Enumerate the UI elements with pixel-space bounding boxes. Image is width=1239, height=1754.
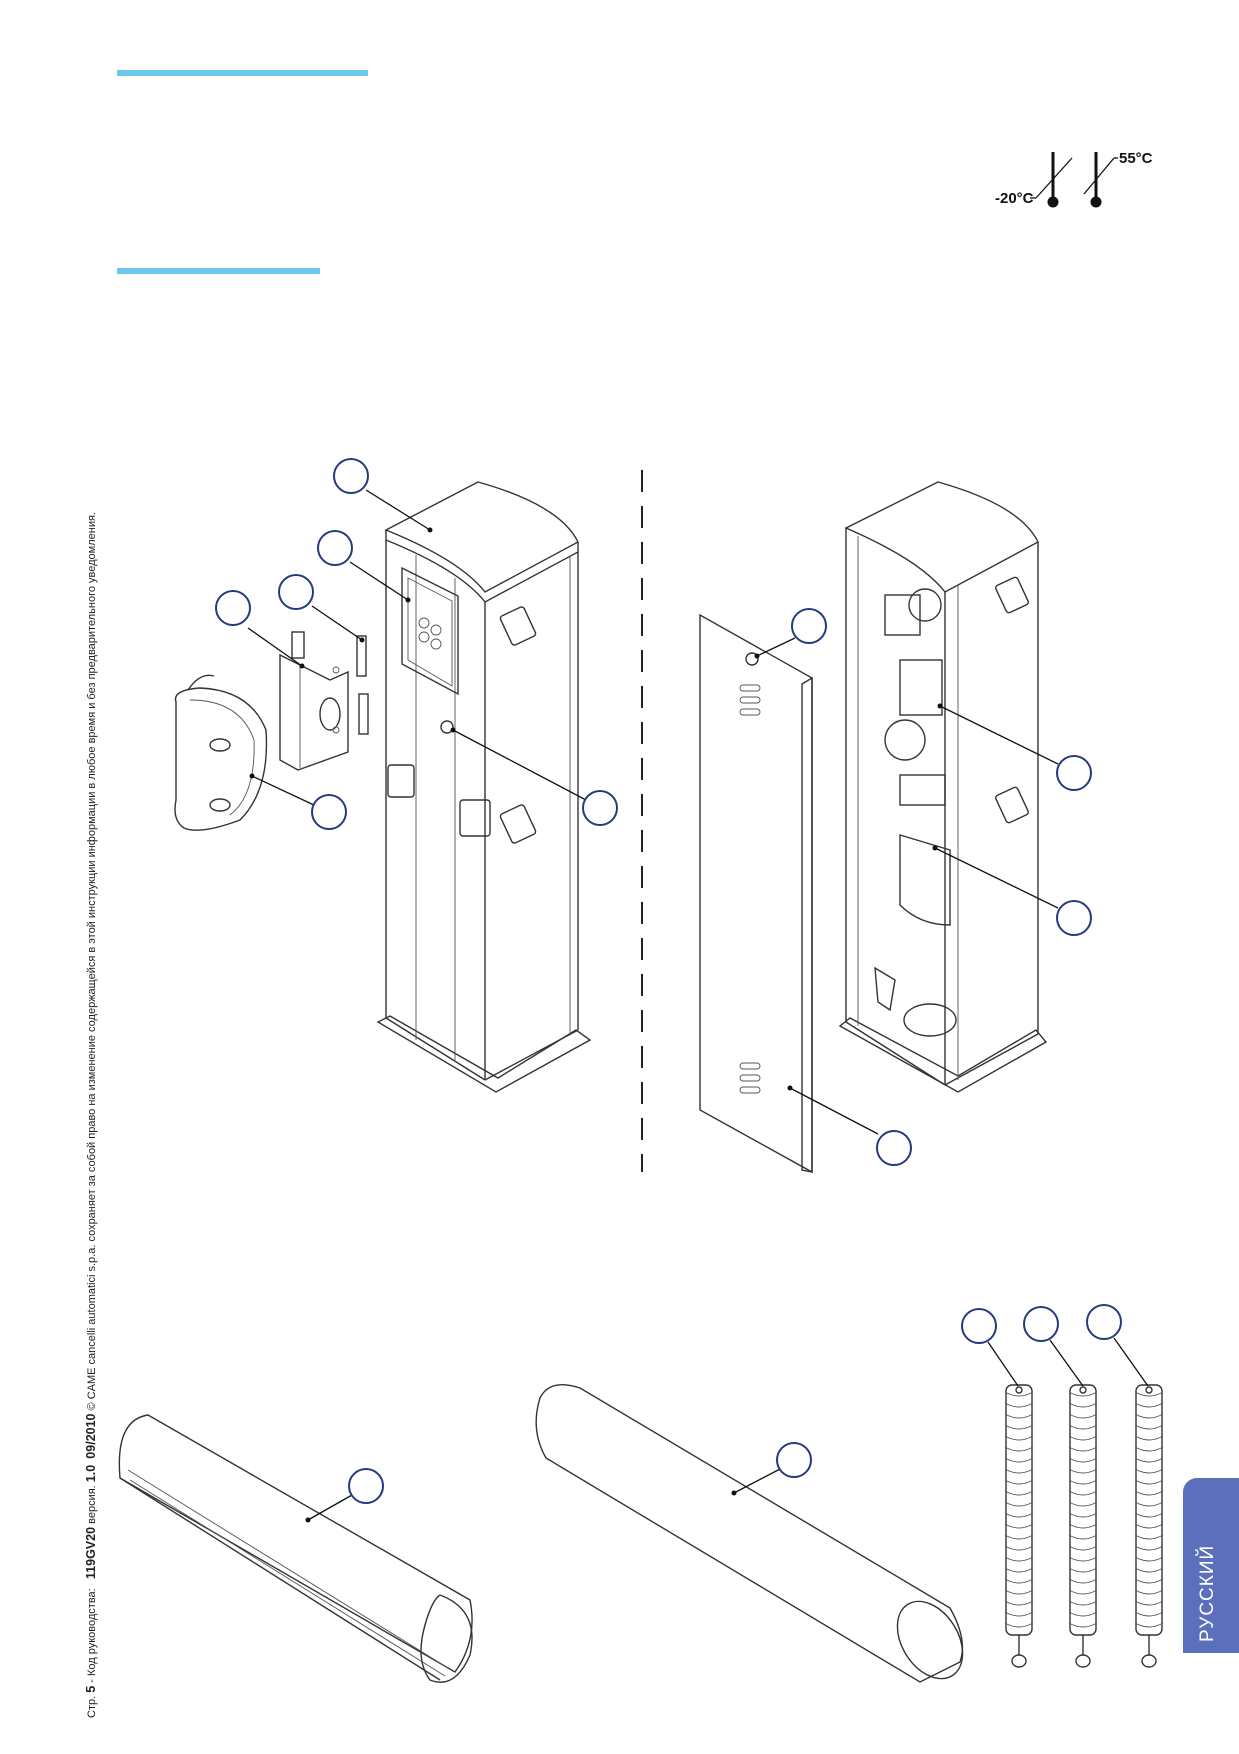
callout-circle: [215, 590, 251, 626]
leader-endpoints: [249, 527, 943, 1523]
manual-code-label: Код руководства:: [86, 1588, 98, 1677]
manual-code: 119GV20: [84, 1526, 98, 1580]
version-label: версия.: [86, 1485, 98, 1524]
callout-circle: [876, 1130, 912, 1166]
section-rule-top: [117, 70, 368, 76]
section-rule-middle: [117, 268, 320, 274]
callout-circle: [278, 574, 314, 610]
barrier-cabinet-closed: [376, 481, 592, 1093]
thermometer-icon: [1030, 152, 1073, 208]
page-label: Стр.: [86, 1695, 98, 1718]
callout-circle: [1056, 755, 1092, 791]
footer-legal-text: Стр. 5 - Код руководства: 119GV20 версия…: [84, 512, 98, 1718]
callout-circle: [317, 530, 353, 566]
springs: [1005, 1384, 1163, 1636]
callout-circle: [333, 458, 369, 494]
reference-callouts: [215, 458, 1122, 1504]
version-number: 1.0: [84, 1464, 98, 1483]
callout-circle: [582, 790, 618, 826]
barrier-cabinet-open: [838, 481, 1048, 1093]
language-tab: РУССКИЙ: [1183, 1478, 1239, 1653]
spring-coil-detail: [1004, 1386, 1164, 1668]
bracket: [279, 631, 349, 771]
leader-lines: [247, 489, 1149, 1521]
callout-circle: [961, 1308, 997, 1344]
thermometer-icon: [1083, 152, 1118, 208]
callout-circle: [311, 794, 347, 830]
protective-cover: [174, 674, 268, 831]
callout-circle: [1023, 1306, 1059, 1342]
boom-profile: [118, 1414, 473, 1683]
callout-circle: [791, 608, 827, 644]
temperature-min-label: -20°C: [995, 190, 1034, 207]
copyright-notice: © CAME cancelli automatici s.p.a. сохран…: [86, 512, 98, 1411]
callout-circle: [348, 1468, 384, 1504]
page-number: 5: [84, 1685, 98, 1693]
boom-tube: [535, 1384, 964, 1683]
revision-date: 09/2010: [84, 1413, 98, 1459]
footer-separator: -: [86, 1679, 98, 1683]
callout-circle: [1086, 1304, 1122, 1340]
spacer-plate: [358, 693, 369, 735]
callout-circle: [1056, 900, 1092, 936]
language-label: РУССКИЙ: [1197, 1544, 1218, 1642]
temperature-max-label: 55°C: [1119, 150, 1153, 167]
spacer-plate: [356, 635, 367, 677]
door-panel: [699, 613, 813, 1174]
callout-circle: [776, 1442, 812, 1478]
